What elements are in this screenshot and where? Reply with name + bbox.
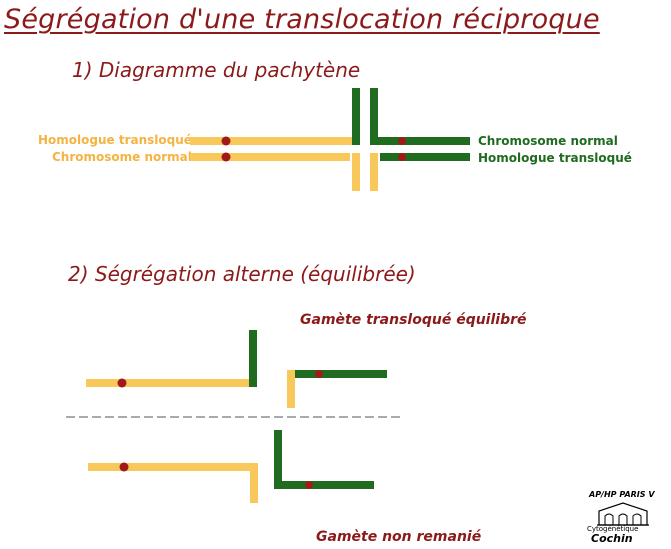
label-chromosome-normal-left: Chromosome normal [52,150,192,164]
label-homologue-transloque-right: Homologue transloqué [478,151,632,165]
label-chromosome-normal-right: Chromosome normal [478,134,618,148]
page-title: Ségrégation d'une translocation réciproq… [4,4,600,35]
yellow-arm [86,379,256,387]
logo-mid-text: Cytogénétique [587,525,639,533]
label-homologue-transloque-left: Homologue transloqué [38,133,192,147]
section-segregation-title: 2) Ségrégation alterne (équilibrée) [68,262,416,286]
logo-bottom-text: Cochin [591,532,633,545]
cochin-logo: AP/HP PARIS V Cytogénétique Cochin [585,490,661,546]
centromere [119,462,129,472]
gamete-transloque-chromosomes [86,330,387,408]
yellow-arm [250,463,258,503]
centromere [305,481,313,489]
yellow-arm [287,370,295,408]
green-arm-top-vertical-2 [370,88,378,145]
centromere [221,136,231,146]
green-arm [295,370,297,378]
green-arm [274,481,374,489]
pachytene-diagram [190,88,470,191]
gamete-non-remanie-chromosomes [88,430,374,503]
centromere [117,378,127,388]
green-arm-top-right [370,137,470,145]
green-arm [249,330,257,387]
green-arm [287,370,387,378]
centromere [315,370,323,378]
gamete-transloque-label: Gamète transloqué équilibré [300,312,527,328]
yellow-arm-bottom-vertical-2 [370,153,378,191]
centromere [398,137,406,145]
green-arm [274,430,282,488]
yellow-arm [88,463,258,471]
yellow-arm-bottom-vertical-1 [352,153,360,191]
yellow-arm-top-left [190,137,360,145]
gamete-non-remanie-label: Gamète non remanié [316,529,482,545]
yellow-arm-bottom-left [190,153,350,161]
green-arm-bottom-right [380,153,470,161]
logo-top-text: AP/HP PARIS V [589,490,655,499]
section-pachytene-title: 1) Diagramme du pachytène [72,58,361,82]
centromere [398,153,406,161]
green-arm-top-vertical-1 [352,88,360,145]
centromere [221,152,231,162]
building-icon [597,502,649,526]
